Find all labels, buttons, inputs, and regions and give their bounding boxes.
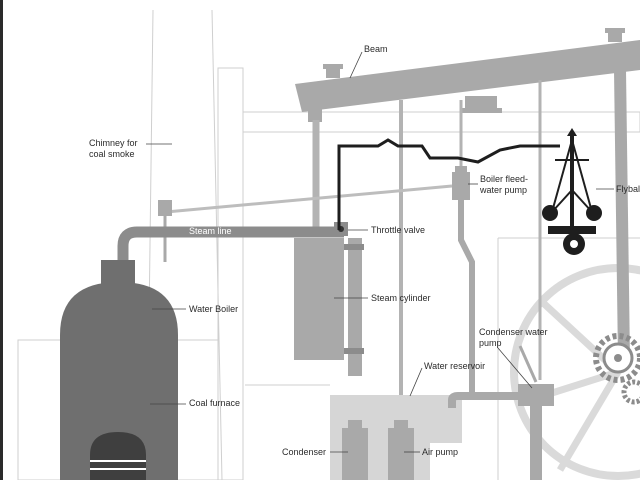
throttle-valve: [334, 222, 348, 236]
water-boiler-label: Water Boiler: [189, 304, 239, 314]
boiler-feed-water-pump-label: Boiler fleed-water pump: [480, 174, 529, 195]
steam-line-label: Steam line: [189, 226, 232, 236]
left-border: [0, 0, 3, 480]
air-pump-label: Air pump: [422, 447, 459, 457]
beam-rods: [312, 80, 542, 395]
water-reservoir-label: Water reservoir: [424, 361, 486, 371]
governor-linkage: [337, 138, 560, 230]
flyball-label: Flyball: [616, 184, 640, 194]
coal-furnace-door: [90, 432, 146, 480]
feed-water-line: [165, 184, 453, 214]
water-boiler: [60, 260, 178, 480]
boiler-feed-water-pump: [452, 166, 475, 400]
beam-label: Beam: [364, 44, 388, 54]
chimney-valve: [158, 200, 172, 262]
condenser-water-pump-label: Condenser water pump: [479, 327, 548, 348]
throttle-valve-label: Throttle valve: [371, 225, 426, 235]
steam-line: [117, 226, 344, 266]
beam: [295, 28, 640, 122]
leader-lines: [146, 51, 614, 453]
gear-train: [593, 333, 640, 405]
steam-cylinder: [294, 238, 364, 376]
connecting-rod: [614, 70, 630, 360]
condenser-water-pump: [448, 345, 554, 480]
coal-furnace-label: Coal furnace: [189, 398, 241, 408]
flyball-governor: [542, 128, 602, 255]
condenser-label: Condenser: [282, 447, 327, 457]
steam-cylinder-label: Steam cylinder: [371, 293, 431, 303]
water-reservoir: [330, 395, 462, 480]
chimney-label: Chimney for coal smoke: [89, 138, 138, 159]
